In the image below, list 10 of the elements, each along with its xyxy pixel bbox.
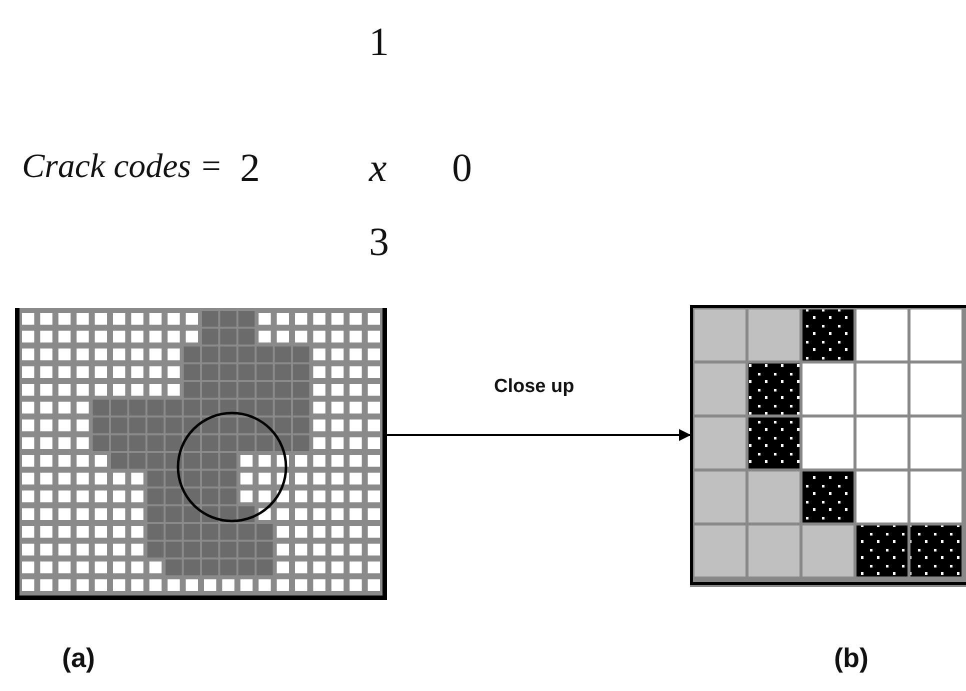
- formula-text: x: [369, 148, 387, 188]
- arrow: [387, 429, 691, 441]
- panel-label: (a): [62, 645, 95, 672]
- panel-label: (b): [834, 645, 868, 672]
- formula-text: 3: [369, 222, 389, 262]
- formula-text: 0: [452, 148, 472, 188]
- formula-text: Crack codes =: [22, 150, 222, 184]
- formula-text: 1: [369, 22, 389, 62]
- formula-text: 2: [240, 148, 260, 188]
- edge-label: Close up: [492, 376, 576, 398]
